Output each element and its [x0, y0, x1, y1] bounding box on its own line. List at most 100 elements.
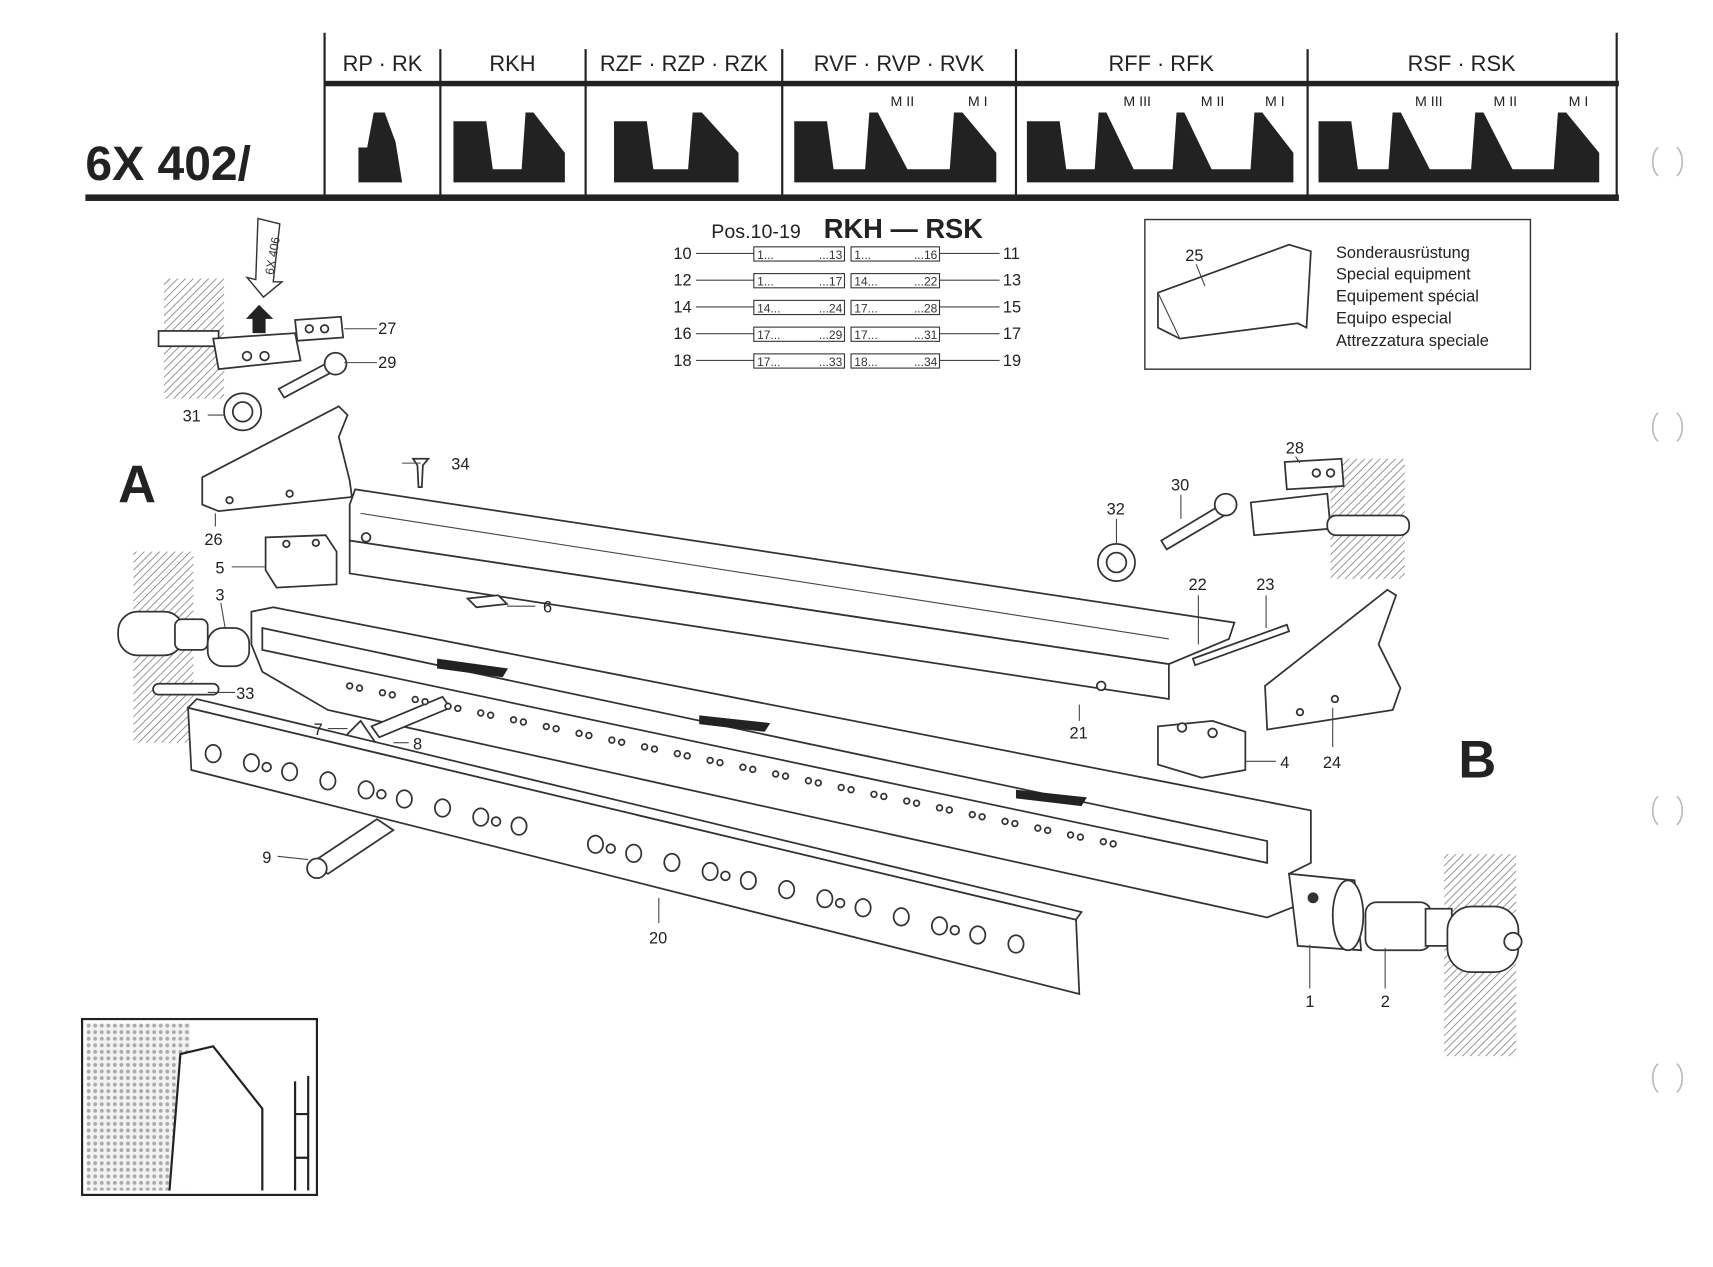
- hole: [701, 861, 719, 882]
- pos-left-number: 10: [673, 245, 691, 263]
- hole: [472, 807, 490, 827]
- hole: [586, 834, 604, 854]
- sublabel: M II: [1201, 94, 1225, 110]
- callout-21: 21: [1069, 724, 1087, 742]
- hole-row: [204, 682, 1117, 954]
- pos-right-number: 19: [1003, 352, 1021, 370]
- pos-range-b-from: 17...: [854, 328, 877, 342]
- callout-23: 23: [1256, 576, 1274, 594]
- sublabel: M II: [1493, 94, 1517, 110]
- hole: [1007, 934, 1025, 954]
- hole: [542, 722, 551, 731]
- callout-33: 33: [236, 685, 254, 703]
- pos-left-number: 14: [673, 298, 691, 316]
- pos-range-a-to: ...13: [819, 248, 843, 262]
- special-equipment-fr: Equipement spécial: [1336, 287, 1479, 305]
- pos-range-a-from: 1...: [757, 275, 774, 289]
- hole: [968, 810, 976, 819]
- hole: [935, 804, 944, 812]
- callout-7: 7: [314, 721, 323, 739]
- sublabel: M I: [1265, 94, 1285, 110]
- hole: [319, 771, 337, 791]
- callouts: 34 27 29 31 26 5 3 6 33 7 8 9 20 21 22 2…: [183, 320, 1390, 1011]
- hole: [1034, 824, 1042, 832]
- callout-27: 27: [378, 320, 396, 338]
- pos-range-b-to: ...31: [914, 328, 938, 342]
- hole: [395, 789, 413, 809]
- callout-20: 20: [649, 930, 667, 948]
- hole: [739, 870, 757, 891]
- pos-left-number: 16: [673, 325, 691, 343]
- hole: [608, 736, 616, 744]
- callout-22: 22: [1189, 576, 1207, 594]
- pos-title: RKH — RSK: [824, 213, 984, 244]
- column-label: RVF · RVP · RVK: [814, 51, 985, 76]
- special-equipment-it: Attrezzatura speciale: [1336, 332, 1489, 350]
- special-equipment-box: 25 Sonderausrüstung Special equipment Eq…: [1144, 218, 1532, 370]
- header-table: 6X 402/ RP · RK RKH RZF · RZP · RZK RVF …: [85, 32, 1619, 201]
- tooth-profiles: [358, 112, 1600, 183]
- pos-range-a-from: 14...: [757, 301, 780, 315]
- column-label: RSF · RSK: [1408, 51, 1516, 76]
- sublabel: M I: [1569, 94, 1589, 110]
- hole: [281, 762, 299, 782]
- special-equipment-de: Sonderausrüstung: [1336, 244, 1470, 262]
- hole: [1001, 817, 1009, 826]
- tooth-profile-shape: [453, 112, 565, 183]
- hole: [204, 744, 222, 764]
- hole: [663, 852, 681, 873]
- pos-range-a-to: ...29: [819, 328, 843, 342]
- detail-inset: [81, 1017, 319, 1197]
- callout-3: 3: [215, 587, 224, 605]
- hole: [930, 916, 949, 936]
- column-label: RP · RK: [343, 51, 423, 76]
- hole: [411, 695, 419, 704]
- hole: [509, 716, 518, 724]
- callout-8: 8: [413, 735, 422, 753]
- hole: [640, 743, 649, 751]
- hole: [357, 780, 375, 800]
- hole: [477, 709, 485, 717]
- tooth-profile-shape: [794, 112, 997, 183]
- sublabel: M I: [968, 94, 988, 110]
- pos-left-number: 12: [673, 272, 691, 290]
- callout-32: 32: [1107, 500, 1125, 518]
- special-equipment-en: Special equipment: [1336, 266, 1471, 284]
- hole: [575, 729, 583, 738]
- callout-25: 25: [1185, 247, 1203, 265]
- tooth-profile-shape: [614, 112, 739, 183]
- pos-range-b-to: ...22: [914, 275, 938, 289]
- pos-range-b-from: 17...: [854, 301, 877, 315]
- pos-range-b-from: 14...: [854, 275, 877, 289]
- arrow-label: 6X 406: [262, 236, 282, 276]
- hole: [378, 688, 387, 697]
- hole: [345, 682, 354, 690]
- hole: [739, 763, 747, 771]
- callout-9: 9: [262, 849, 271, 867]
- sublabel: M III: [1415, 94, 1443, 110]
- hole: [816, 889, 834, 909]
- callout-24: 24: [1323, 754, 1341, 772]
- sublabel: M III: [1123, 94, 1151, 110]
- pos-range-b-to: ...34: [914, 355, 938, 369]
- pos-right-number: 15: [1003, 298, 1021, 316]
- hole: [870, 790, 878, 798]
- hole: [771, 770, 780, 778]
- pos-range-a-from: 17...: [757, 328, 780, 342]
- callout-26: 26: [204, 531, 222, 549]
- hole: [625, 843, 643, 863]
- hole: [837, 783, 845, 792]
- callout-6: 6: [543, 599, 552, 617]
- pos-right-number: 11: [1003, 245, 1020, 263]
- tooth-profile-shape: [1026, 112, 1294, 183]
- hole: [903, 797, 911, 805]
- hole: [242, 753, 260, 773]
- hole: [778, 880, 796, 900]
- column-label: RFF · RFK: [1108, 51, 1214, 76]
- callout-1: 1: [1305, 993, 1314, 1011]
- binder-holes: [1651, 146, 1684, 1093]
- pos-range-b-to: ...28: [914, 301, 938, 315]
